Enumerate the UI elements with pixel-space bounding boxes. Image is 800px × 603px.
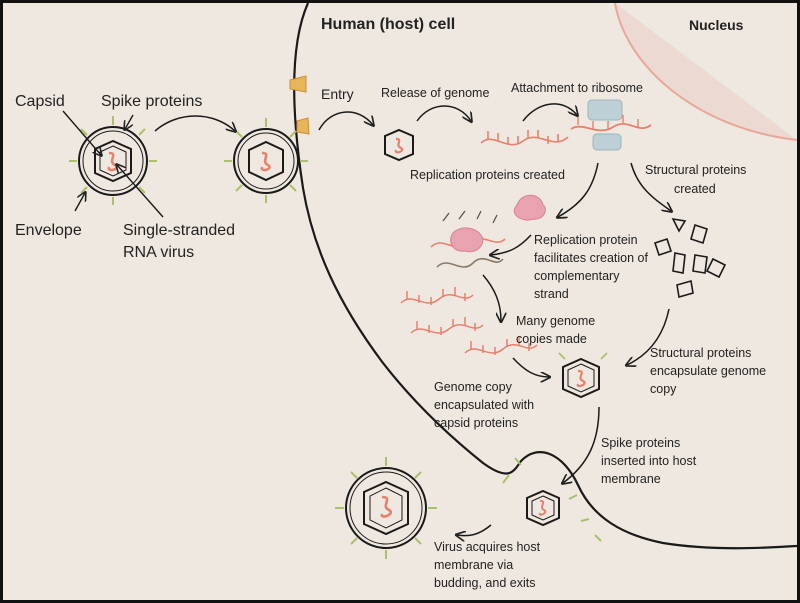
to-complementary-arrow [491, 234, 532, 255]
facilitates-label-1: Replication protein [534, 233, 638, 247]
to-copies-arrow [482, 274, 501, 321]
membrane-spikes [502, 457, 602, 542]
exit-label-3: budding, and exits [434, 576, 535, 590]
genome-copy-label-1: Genome copy [434, 380, 513, 394]
release-arrow [416, 105, 471, 121]
virion-exiting [335, 457, 437, 559]
encapsulate-label-3: copy [650, 382, 677, 396]
to-structural-arrow [630, 162, 671, 211]
encapsulated-capsid [558, 352, 608, 399]
exit-label-2: membrane via [434, 558, 513, 572]
ribosome-icon [570, 99, 652, 151]
genome-copy-label-3: capsid proteins [434, 416, 518, 430]
exit-arrow [457, 524, 492, 536]
nucleus-boundary [614, 3, 797, 141]
diagram-canvas: Human (host) cell Nucleus Capsid Spike p… [15, 3, 797, 590]
rna-strand [480, 130, 569, 146]
replication-created-label: Replication proteins created [410, 168, 565, 182]
facilitates-label-2: facilitates creation of [534, 251, 648, 265]
exit-label-1: Virus acquires host [434, 540, 541, 554]
spike-inserted-label-1: Spike proteins [601, 436, 680, 450]
replication-protein-icon [513, 194, 546, 221]
facilitates-label-3: complementary [534, 269, 620, 283]
capsid-pointer [62, 110, 101, 155]
receptor-icon [289, 75, 307, 93]
attachment-label: Attachment to ribosome [511, 81, 643, 95]
many-copies-label-2: copies made [516, 332, 587, 346]
entry-arrow [318, 111, 373, 131]
spike-proteins-label: Spike proteins [101, 93, 202, 110]
many-copies-label-1: Many genome [516, 314, 595, 328]
entry-label: Entry [321, 86, 354, 102]
step-arrow [154, 115, 235, 131]
capsid-in-cell [384, 128, 414, 162]
structural-protein-pieces [653, 217, 727, 299]
budding-capsid [526, 489, 560, 527]
rna-pointer [117, 165, 164, 218]
capsid-label: Capsid [15, 93, 65, 110]
attach-arrow [522, 103, 577, 122]
structural-created-label-2: created [674, 182, 716, 196]
genome-copy-label-2: encapsulated with [434, 398, 534, 412]
spike-pointer [125, 114, 134, 129]
structural-created-label-1: Structural proteins [645, 163, 746, 177]
encapsulate-label-2: encapsulate genome [650, 364, 766, 378]
host-cell-membrane [293, 3, 797, 550]
rna-virus-label-2: RNA virus [123, 244, 194, 261]
to-budding-arrow [563, 406, 600, 483]
receptor-icon [296, 117, 310, 135]
facilitates-label-4: strand [534, 287, 569, 301]
host-cell-label: Human (host) cell [321, 16, 455, 33]
to-replication-arrow [558, 162, 599, 217]
encapsulate-label-1: Structural proteins [650, 346, 751, 360]
virion-initial [69, 116, 157, 205]
release-label: Release of genome [381, 86, 489, 100]
virion-approaching [224, 118, 308, 203]
genome-copies [400, 287, 538, 355]
envelope-label: Envelope [15, 222, 82, 239]
nucleus-label: Nucleus [689, 17, 744, 33]
spike-inserted-label-3: membrane [601, 472, 661, 486]
structural-to-capsid-arrow [627, 308, 670, 365]
rna-virus-label-1: Single-stranded [123, 222, 235, 239]
spike-inserted-label-2: inserted into host [601, 454, 697, 468]
to-encapsulate-arrow [512, 357, 549, 377]
envelope-pointer [74, 193, 85, 212]
complementary-strand [430, 210, 506, 268]
